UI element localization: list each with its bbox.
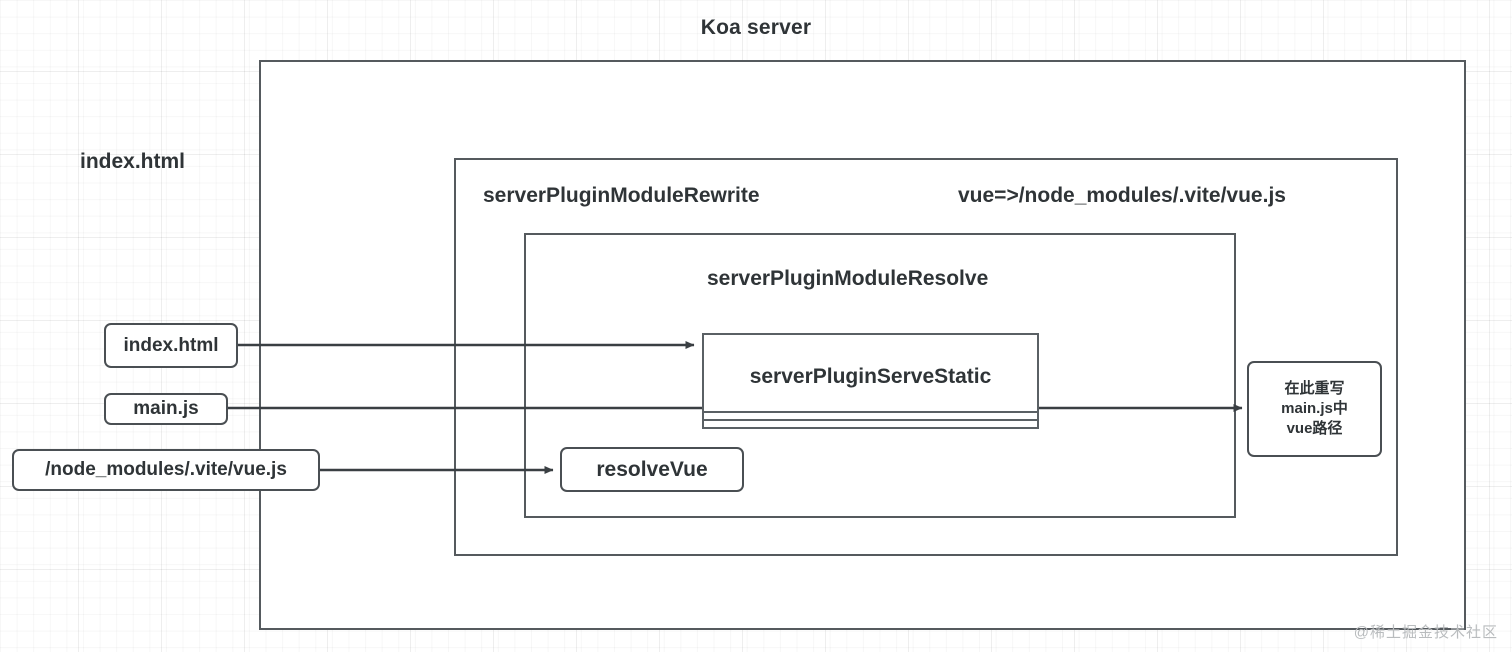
server-plugin-module-rewrite-label: serverPluginModuleRewrite [483,184,760,207]
left-section-heading: index.html [80,150,186,173]
node-main-js[interactable]: main.js [104,393,228,425]
watermark: @稀土掘金技术社区 [1353,624,1498,641]
node-index-html[interactable]: index.html [104,323,238,368]
note-line-3: vue路径 [1286,420,1343,438]
koa-server-title: Koa server [700,16,812,39]
note-line-1: 在此重写 [1284,379,1345,397]
node-node-modules-vite-vue-js[interactable]: /node_modules/.vite/vue.js [12,449,320,491]
node-server-plugin-serve-static[interactable]: serverPluginServeStatic [702,333,1039,421]
note-line-2: main.js中 [1281,399,1348,417]
serve-static-bottom-rule [702,411,1039,429]
node-resolve-vue[interactable]: resolveVue [560,447,744,492]
note-rewrite-vue-path: 在此重写 main.js中 vue路径 [1247,361,1382,457]
server-plugin-module-resolve-label: serverPluginModuleResolve [707,267,989,290]
vue-alias-mapping-label: vue=>/node_modules/.vite/vue.js [958,184,1286,207]
